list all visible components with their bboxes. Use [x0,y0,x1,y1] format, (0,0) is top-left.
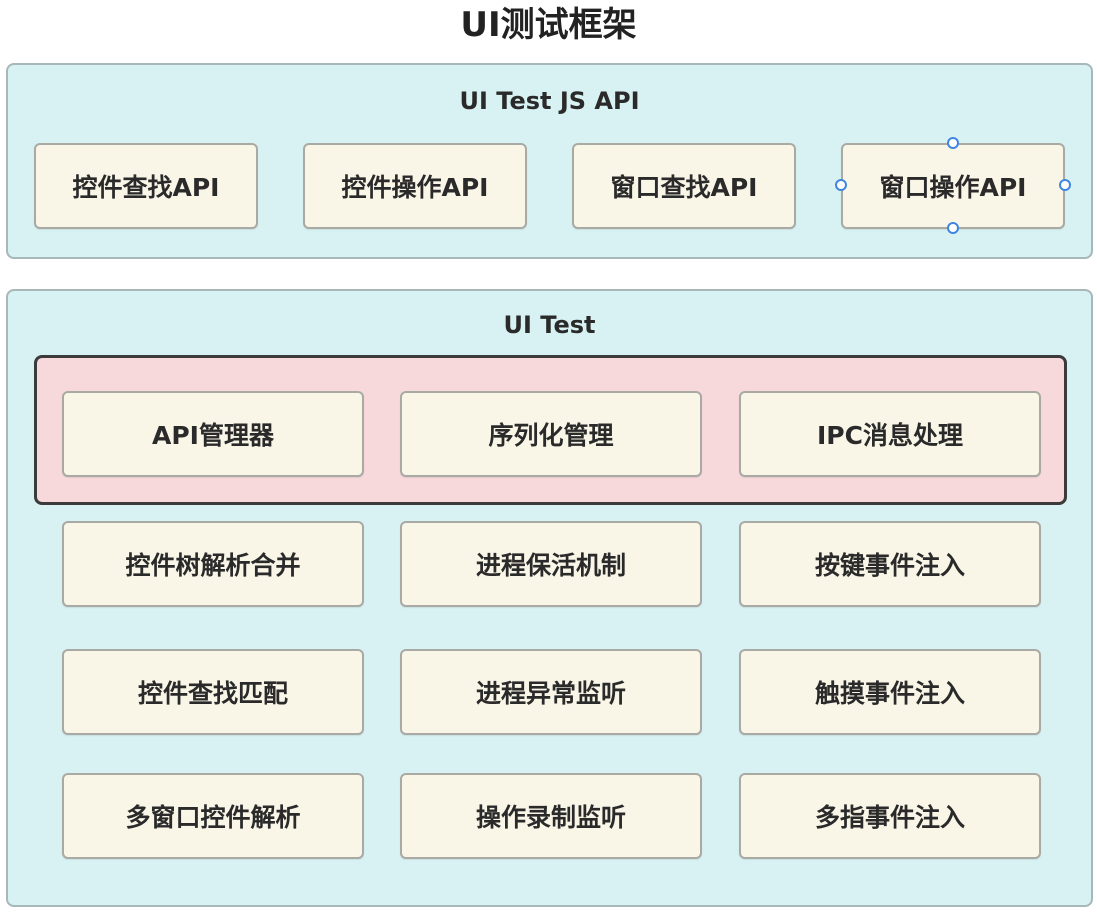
core-item-serialization[interactable]: 序列化管理 [400,391,702,477]
selection-handle-right[interactable] [1059,179,1071,191]
diagram-title: UI测试框架 [460,5,637,45]
selection-handle-bottom[interactable] [947,222,959,234]
module-key-event-inject[interactable]: 按键事件注入 [739,521,1041,607]
ui-test-panel: UI Test API管理器 序列化管理 IPC消息处理 控件树解析合并 进程保… [6,289,1093,907]
js-api-panel: UI Test JS API 控件查找API 控件操作API 窗口查找API 窗… [6,63,1093,259]
module-process-keepalive[interactable]: 进程保活机制 [400,521,702,607]
module-touch-event-inject[interactable]: 触摸事件注入 [739,649,1041,735]
module-multi-window-parse[interactable]: 多窗口控件解析 [62,773,364,859]
module-multi-finger-inject[interactable]: 多指事件注入 [739,773,1041,859]
js-api-item-control-find[interactable]: 控件查找API [34,143,258,229]
core-item-api-manager[interactable]: API管理器 [62,391,364,477]
ui-test-panel-title: UI Test [503,311,596,339]
core-item-ipc[interactable]: IPC消息处理 [739,391,1041,477]
module-control-tree-merge[interactable]: 控件树解析合并 [62,521,364,607]
module-control-find-match[interactable]: 控件查找匹配 [62,649,364,735]
selection-handle-top[interactable] [947,137,959,149]
module-operation-record-listen[interactable]: 操作录制监听 [400,773,702,859]
module-process-exception-listen[interactable]: 进程异常监听 [400,649,702,735]
js-api-item-control-operate[interactable]: 控件操作API [303,143,527,229]
selection-handle-left[interactable] [835,179,847,191]
js-api-panel-title: UI Test JS API [459,87,640,115]
js-api-item-window-find[interactable]: 窗口查找API [572,143,796,229]
js-api-item-window-operate[interactable]: 窗口操作API [841,143,1065,229]
